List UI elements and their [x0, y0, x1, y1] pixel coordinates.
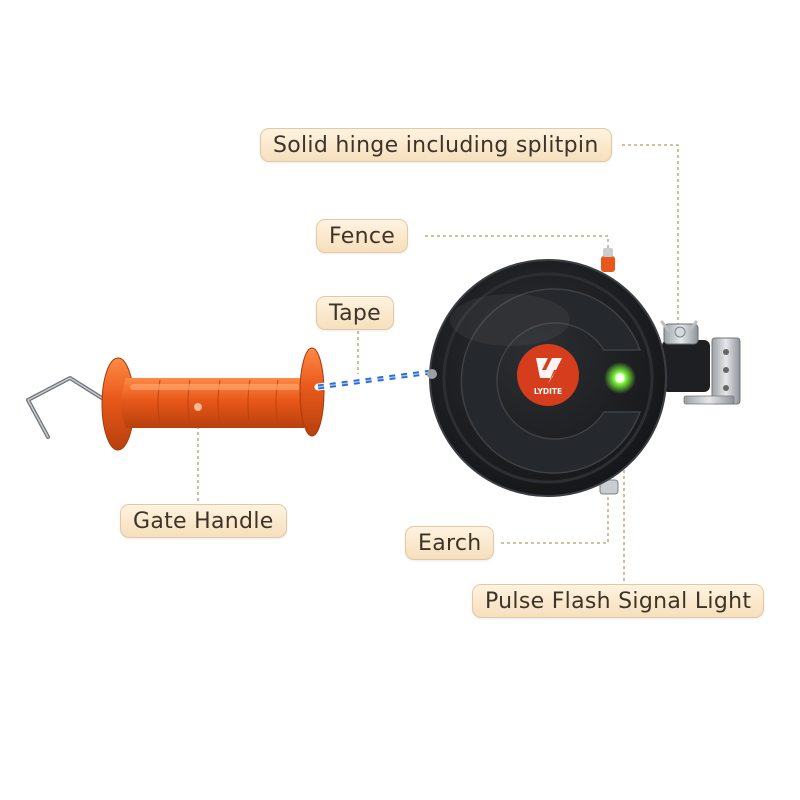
logo-brand-text: LYDITE [534, 387, 562, 396]
callout-tape: Tape [316, 296, 394, 330]
callout-pulse-light: Pulse Flash Signal Light [472, 584, 765, 618]
reel-face-arc [460, 288, 642, 474]
callout-hinge: Solid hinge including splitpin [260, 128, 612, 162]
logo-mark-icon [536, 358, 562, 384]
leader-earch [501, 494, 609, 544]
handle-front-flange [299, 347, 325, 437]
callout-earch: Earch [405, 526, 495, 560]
leader-lines [197, 144, 679, 584]
brand-logo: LYDITE [517, 344, 579, 406]
pulse-signal-light [604, 362, 636, 394]
handle-grip [121, 378, 309, 428]
gate-handle [101, 347, 325, 451]
callout-fence: Fence [316, 219, 409, 253]
tape [314, 368, 436, 391]
hinge-bracket [660, 320, 741, 405]
leader-fence [425, 235, 609, 255]
callout-gate-handle: Gate Handle [120, 504, 287, 538]
leader-hinge [622, 144, 679, 325]
hook [26, 376, 107, 439]
fence-terminal [601, 248, 615, 272]
